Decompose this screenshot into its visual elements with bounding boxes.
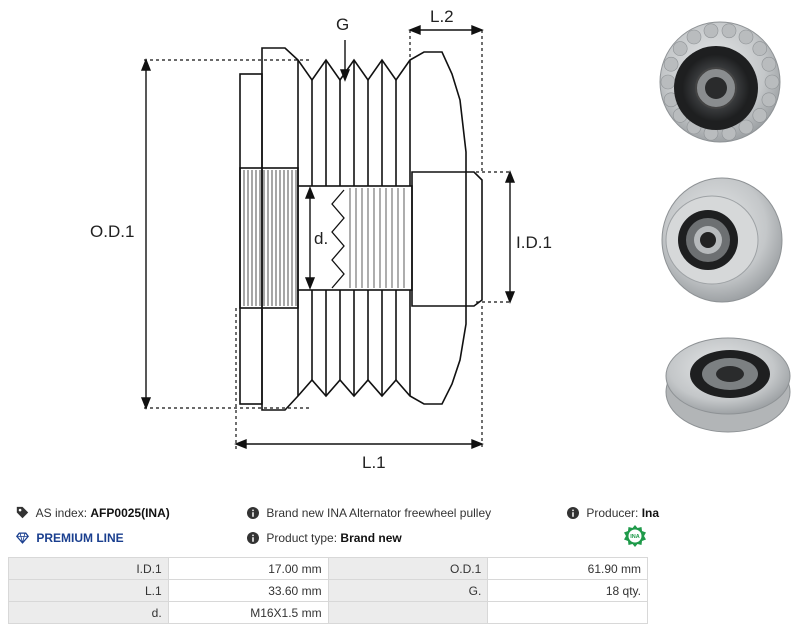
label-od1: O.D.1 (90, 222, 134, 241)
spec-label: O.D.1 (328, 558, 488, 580)
info-icon (247, 507, 259, 519)
product-type-value: Brand new (340, 531, 401, 545)
as-index-label: AS index: (36, 506, 87, 520)
description-text: Brand new INA Alternator freewheel pulle… (266, 506, 491, 520)
spec-label: L.1 (9, 580, 169, 602)
photo-front (660, 22, 780, 142)
thread-lines (350, 188, 404, 288)
spec-label: I.D.1 (9, 558, 169, 580)
label-d: d. (314, 229, 328, 248)
table-row: L.1 33.60 mm G. 18 qty. (9, 580, 648, 602)
as-index-value: AFP0025(INA) (90, 506, 169, 520)
product-type-label: Product type: (266, 531, 337, 545)
producer-label: Producer: (586, 506, 638, 520)
label-g: G (336, 15, 349, 34)
ina-logo-text: INA (630, 534, 640, 540)
premium-line-badge: PREMIUM LINE (16, 531, 124, 545)
spec-label (328, 602, 488, 624)
spline-hatching (244, 170, 296, 306)
tag-icon (16, 506, 29, 519)
spec-label: G. (328, 580, 488, 602)
label-id1: I.D.1 (516, 233, 552, 252)
label-l2: L.2 (430, 7, 454, 26)
spec-label: d. (9, 602, 169, 624)
diamond-icon (16, 532, 29, 544)
spec-value: 61.90 mm (488, 558, 648, 580)
producer-value: Ina (642, 506, 659, 520)
product-description: Brand new INA Alternator freewheel pulle… (247, 506, 491, 520)
product-type: Product type: Brand new (247, 531, 402, 545)
producer: Producer: Ina (567, 506, 659, 520)
photo-back (662, 178, 782, 302)
thread-profile (332, 190, 344, 288)
label-l1: L.1 (362, 453, 386, 472)
premium-line-text: PREMIUM LINE (36, 531, 123, 545)
info-icon (247, 532, 259, 544)
table-row: I.D.1 17.00 mm O.D.1 61.90 mm (9, 558, 648, 580)
spec-value (488, 602, 648, 624)
info-icon (567, 507, 579, 519)
photo-angled (666, 338, 790, 432)
specifications-table: I.D.1 17.00 mm O.D.1 61.90 mm L.1 33.60 … (8, 557, 648, 624)
spec-value: 18 qty. (488, 580, 648, 602)
spec-value: 17.00 mm (168, 558, 328, 580)
ina-logo: INA (623, 524, 647, 548)
spec-value: M16X1.5 mm (168, 602, 328, 624)
as-index: AS index: AFP0025(INA) (16, 506, 170, 520)
technical-drawing: G L.2 O.D.1 I.D.1 d. L.1 (0, 0, 800, 490)
spec-value: 33.60 mm (168, 580, 328, 602)
table-row: d. M16X1.5 mm (9, 602, 648, 624)
